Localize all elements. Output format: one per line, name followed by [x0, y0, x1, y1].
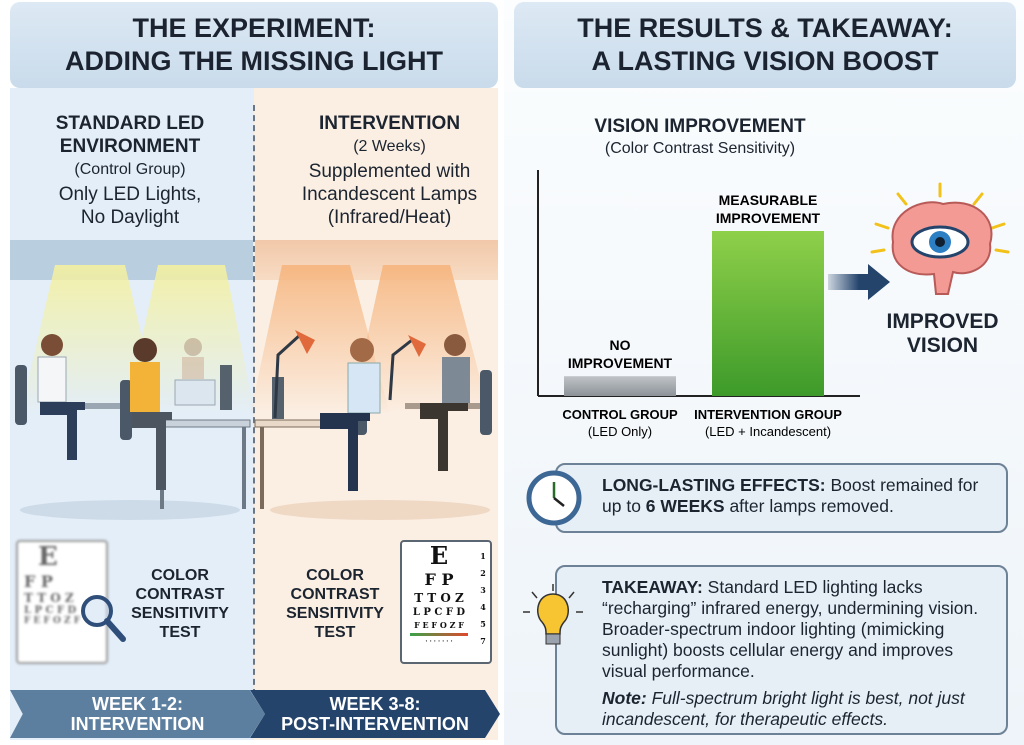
intervention-heading: INTERVENTION	[318, 113, 461, 134]
eye-chart-row: T T O Z	[24, 591, 74, 605]
note-text: Full-spectrum bright light is best, not …	[602, 688, 965, 729]
experiment-header: THE EXPERIMENT: ADDING THE MISSING LIGHT	[10, 2, 498, 88]
row-number: 5	[480, 619, 486, 629]
person	[130, 338, 172, 490]
test-label-line: COLOR	[151, 567, 209, 584]
bar-label: IMPROVEMENT	[716, 210, 821, 226]
control-sub: (Control Group)	[74, 161, 186, 178]
row-number: 3	[480, 585, 486, 595]
test-label-line: SENSITIVITY	[131, 605, 229, 622]
header-line: THE RESULTS & TAKEAWAY:	[577, 13, 953, 43]
header-line: ADDING THE MISSING LIGHT	[65, 46, 443, 76]
timeline-week-1-2: WEEK 1-2:INTERVENTION	[10, 690, 265, 738]
intervention-desc: Incandescent Lamps	[301, 184, 478, 205]
eye-chart-row: · · · · · · ·	[425, 638, 453, 645]
box-text: after lamps removed.	[724, 496, 894, 516]
eye-chart-row: E	[429, 541, 449, 570]
test-label-line: CONTRAST	[135, 586, 225, 603]
contrast-bar	[410, 633, 468, 636]
note-label: Note:	[602, 688, 647, 708]
box-highlight: 6 WEEKS	[645, 496, 725, 516]
control-heading: STANDARD LED	[55, 113, 205, 134]
eye-chart-row: F E F O Z F	[414, 620, 464, 630]
control-desc: Only LED Lights,	[58, 184, 202, 205]
long-lasting-effects-box: LONG-LASTING EFFECTS: Boost remained for…	[555, 463, 1008, 533]
eye-chart-row: F P	[24, 572, 53, 591]
box-label: LONG-LASTING EFFECTS:	[602, 475, 826, 495]
box-label: TAKEAWAY:	[602, 577, 703, 597]
timeline-label: WEEK 1-2:	[91, 694, 183, 714]
row-number: 1	[480, 551, 486, 561]
test-label-line: CONTRAST	[290, 586, 380, 603]
improved-line: VISION	[906, 334, 979, 357]
arrow-right-icon	[828, 264, 890, 300]
intervention-text: INTERVENTION (2 Weeks) Supplemented with…	[272, 112, 507, 229]
results-header: THE RESULTS & TAKEAWAY: A LASTING VISION…	[514, 2, 1016, 88]
header-line: A LASTING VISION BOOST	[591, 46, 939, 76]
test-label-line: COLOR	[306, 567, 364, 584]
person	[420, 334, 470, 471]
test-label-left: COLOR CONTRAST SENSITIVITY TEST	[125, 566, 235, 642]
bar-label: IMPROVEMENT	[568, 355, 673, 371]
vision-bar-chart: CONTROL GROUP (LED Only) INTERVENTION GR…	[537, 170, 860, 439]
row-number: 4	[480, 602, 486, 612]
improved-vision-label: IMPROVED VISION	[870, 310, 1015, 358]
box-text: Boost remained for up to	[602, 475, 979, 516]
office-illustration	[15, 265, 492, 520]
timeline-label: INTERVENTION	[70, 714, 205, 734]
row-number: 2	[480, 568, 486, 578]
eye-chart-row: F E F O Z F	[24, 616, 81, 626]
person	[320, 338, 381, 491]
test-label-line: TEST	[159, 624, 201, 641]
eye-chart-row: F P	[424, 570, 454, 589]
box-text: Standard LED lighting lacks “recharging”…	[602, 577, 979, 681]
takeaway-box: TAKEAWAY: Standard LED lighting lacks “r…	[555, 565, 1008, 735]
bar-label: NO	[610, 337, 631, 353]
header-line: THE EXPERIMENT:	[132, 13, 376, 43]
light-bulb-icon	[523, 584, 583, 645]
category-label: (LED Only)	[588, 424, 652, 439]
bar-label: MEASURABLE	[719, 192, 818, 208]
magnifying-glass-icon	[81, 595, 126, 642]
chart-title: VISION IMPROVEMENT	[594, 116, 806, 137]
row-number: 7	[480, 636, 486, 646]
chart-title-block: VISION IMPROVEMENT (Color Contrast Sensi…	[540, 116, 860, 158]
test-label-line: SENSITIVITY	[286, 605, 384, 622]
test-label-line: TEST	[314, 624, 356, 641]
improved-line: IMPROVED	[886, 310, 999, 333]
bar-intervention	[712, 231, 824, 396]
person	[182, 338, 204, 379]
eye-chart-row: E	[38, 542, 58, 572]
control-group-text: STANDARD LED ENVIRONMENT (Control Group)…	[20, 112, 240, 229]
timeline-week-3-8: WEEK 3-8:POST-INTERVENTION	[250, 690, 500, 738]
control-heading: ENVIRONMENT	[59, 136, 201, 157]
intervention-sub: (2 Weeks)	[353, 138, 426, 155]
intervention-desc: Supplemented with	[308, 161, 471, 182]
eye-chart-row: L P C F D	[412, 607, 466, 618]
test-label-right: COLOR CONTRAST SENSITIVITY TEST	[280, 566, 390, 642]
timeline-label: POST-INTERVENTION	[281, 714, 469, 734]
brain-eye-icon	[870, 182, 1010, 295]
control-desc: No Daylight	[80, 207, 180, 228]
category-label: CONTROL GROUP	[562, 407, 678, 422]
person	[37, 334, 85, 460]
intervention-desc: (Infrared/Heat)	[327, 207, 452, 228]
clock-icon	[526, 470, 582, 526]
timeline-label: WEEK 3-8:	[329, 694, 421, 714]
chart-subtitle: (Color Contrast Sensitivity)	[604, 140, 796, 157]
category-label: INTERVENTION GROUP	[694, 407, 842, 422]
category-label: (LED + Incandescent)	[705, 424, 831, 439]
eye-chart-row: L P C F D	[24, 605, 77, 616]
eye-chart-row: T T O Z	[414, 591, 464, 605]
bar-control	[564, 376, 676, 396]
clear-eye-chart: E F P T T O Z L P C F D F E F O Z F · · …	[400, 540, 492, 664]
